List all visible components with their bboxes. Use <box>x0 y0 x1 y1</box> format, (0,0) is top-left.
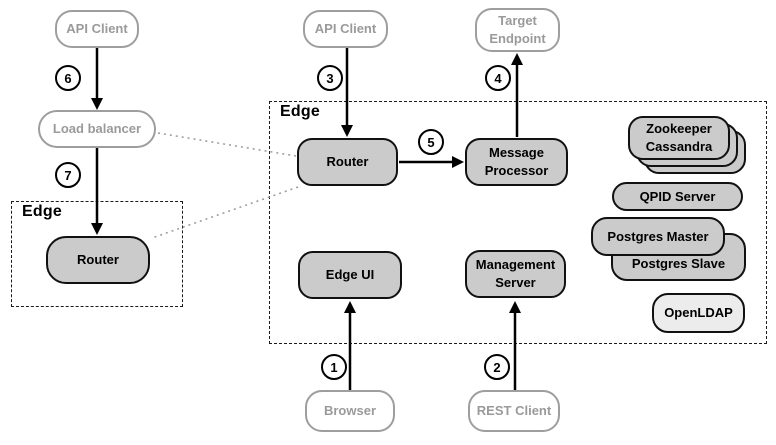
browser-node: Browser <box>305 390 395 432</box>
step-6-number: 6 <box>64 70 72 86</box>
step-badge-5: 5 <box>418 129 444 155</box>
step-badge-3: 3 <box>317 65 343 91</box>
target-endpoint-label-line1: Target <box>498 13 537 28</box>
step-5-number: 5 <box>427 134 435 150</box>
router-main-node: Router <box>297 138 398 186</box>
target-endpoint-node: Target Endpoint <box>475 8 560 52</box>
step-badge-6: 6 <box>55 65 81 91</box>
arrowhead-step4-icon <box>511 53 523 65</box>
edge-ui-node: Edge UI <box>298 251 402 299</box>
openldap-node: OpenLDAP <box>652 293 745 333</box>
dotted-link-loadbalancer-router <box>157 132 297 157</box>
edge-ui-label: Edge UI <box>325 267 375 282</box>
load-balancer-label: Load balancer <box>52 121 142 136</box>
load-balancer-node: Load balancer <box>38 110 156 148</box>
rest-client-label: REST Client <box>476 403 552 418</box>
browser-label: Browser <box>323 403 377 418</box>
postgres-master-node: Postgres Master <box>591 217 725 256</box>
qpid-server-node: QPID Server <box>612 182 743 211</box>
step-2-number: 2 <box>493 359 501 375</box>
step-badge-1: 1 <box>321 354 347 380</box>
step-badge-4: 4 <box>485 65 511 91</box>
api-client-left-label: API Client <box>66 21 128 36</box>
api-client-mid-node: API Client <box>303 10 388 48</box>
qpid-server-label: QPID Server <box>639 188 716 204</box>
arrowhead-step2-icon <box>509 301 521 313</box>
message-processor-label-line2: Processor <box>484 163 549 178</box>
step-4-number: 4 <box>494 70 502 86</box>
message-processor-node: Message Processor <box>465 138 568 186</box>
dotted-link-router-router <box>151 186 299 239</box>
cassandra-label: Cassandra <box>645 139 713 154</box>
zookeeper-cassandra-node: Zookeeper Cassandra <box>628 116 730 160</box>
target-endpoint-label-line2: Endpoint <box>489 31 546 46</box>
step-3-number: 3 <box>326 70 334 86</box>
step-7-number: 7 <box>64 167 72 183</box>
api-client-mid-label: API Client <box>314 21 377 36</box>
arrowhead-step7-icon <box>91 223 103 235</box>
zookeeper-label: Zookeeper <box>646 121 712 136</box>
arrowhead-step5-icon <box>452 156 464 168</box>
arrowhead-step1-icon <box>344 301 356 313</box>
arrowhead-step6-icon <box>91 98 103 110</box>
edge-main-group-label: Edge <box>280 103 320 120</box>
openldap-label: OpenLDAP <box>664 305 733 320</box>
postgres-slave-label: Postgres Slave <box>631 256 726 271</box>
management-server-label-line2: Server <box>495 275 536 290</box>
management-server-node: Management Server <box>465 250 566 298</box>
management-server-label-line1: Management <box>475 257 556 272</box>
message-processor-label-line1: Message <box>489 145 544 160</box>
rest-client-node: REST Client <box>468 390 560 432</box>
step-badge-2: 2 <box>484 354 510 380</box>
postgres-master-label: Postgres Master <box>607 228 709 244</box>
router-left-node: Router <box>46 236 150 284</box>
step-badge-7: 7 <box>55 162 81 188</box>
arrowhead-step3-icon <box>341 125 353 137</box>
router-left-label: Router <box>77 252 119 267</box>
router-main-label: Router <box>326 154 369 169</box>
api-client-left-node: API Client <box>55 10 139 48</box>
edge-left-group-label: Edge <box>22 203 62 220</box>
step-1-number: 1 <box>330 359 338 375</box>
